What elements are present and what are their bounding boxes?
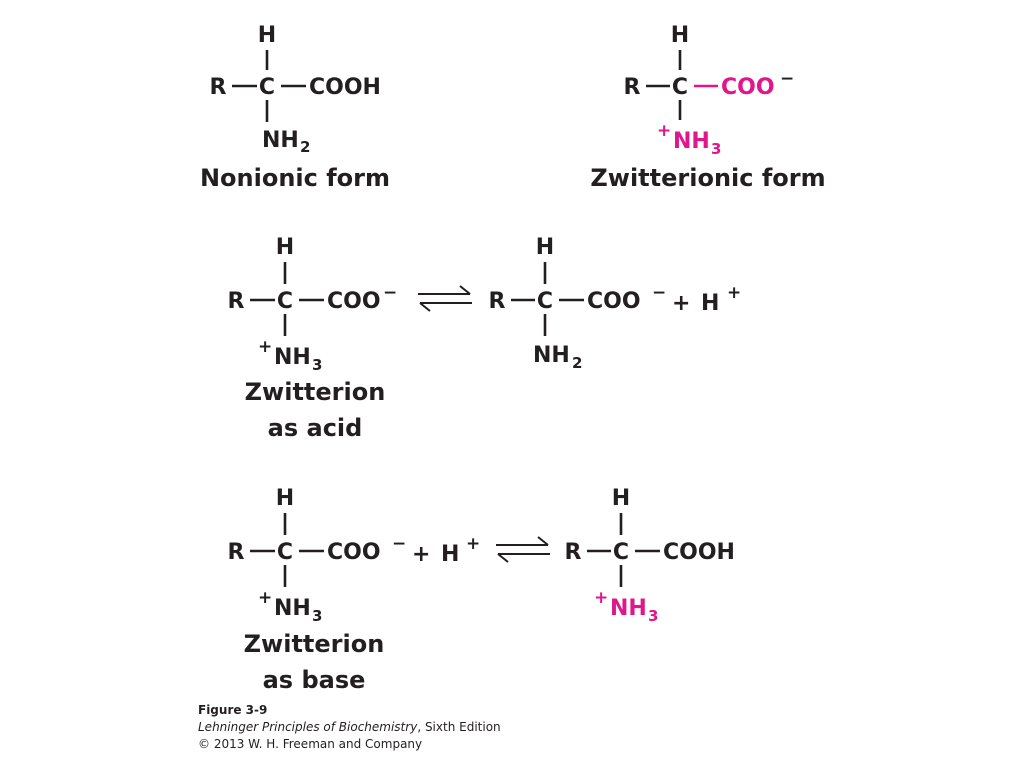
- charge-plus: +: [657, 121, 671, 141]
- label-base-line1: Zwitterion: [244, 630, 385, 658]
- group-nh: NH: [533, 343, 570, 368]
- atom-h: H: [276, 235, 294, 260]
- atom-r: R: [228, 289, 245, 314]
- subscript-3: 3: [648, 607, 658, 625]
- charge-minus: −: [652, 283, 666, 303]
- charge-plus: +: [258, 337, 272, 357]
- charge-minus: −: [383, 283, 397, 303]
- edition: , Sixth Edition: [417, 720, 500, 734]
- group-nh: NH: [673, 129, 710, 154]
- charge-plus: +: [466, 534, 480, 554]
- atom-c: C: [672, 75, 688, 100]
- charge-plus: +: [727, 283, 741, 303]
- group-coo: COO: [327, 289, 381, 314]
- equilibrium-arrows: [418, 285, 472, 312]
- atom-c: C: [537, 289, 553, 314]
- proton-h: H: [441, 542, 459, 567]
- atom-r: R: [210, 75, 227, 100]
- subscript-2: 2: [300, 138, 310, 156]
- charge-plus: +: [594, 588, 608, 608]
- label-acid-line1: Zwitterion: [245, 378, 386, 406]
- charge-plus: +: [258, 588, 272, 608]
- acid-reaction: H R C COO − + NH 3 H R C COO − + H + NH …: [228, 235, 742, 442]
- proton-h: H: [701, 291, 719, 316]
- subscript-3: 3: [711, 140, 721, 158]
- subscript-3: 3: [312, 356, 322, 374]
- group-cooh: COOH: [663, 540, 735, 565]
- group-nh: NH: [274, 596, 311, 621]
- plus-sign: +: [412, 542, 430, 567]
- zwitterionic-structure: H R C COO − + NH 3 Zwitterionic form: [590, 23, 825, 192]
- plus-sign: +: [672, 291, 690, 316]
- atom-h: H: [536, 235, 554, 260]
- atom-r: R: [228, 540, 245, 565]
- atom-h: H: [258, 23, 276, 48]
- equilibrium-arrows: [496, 536, 550, 563]
- source-line: Lehninger Principles of Biochemistry, Si…: [198, 720, 501, 734]
- base-reaction: H R C COO − + H + + NH 3 H R C COOH + NH…: [228, 486, 735, 694]
- nonionic-structure: H R C COOH NH 2 Nonionic form: [200, 23, 390, 192]
- group-nh: NH: [274, 345, 311, 370]
- group-coo: COO: [587, 289, 641, 314]
- subscript-2: 2: [572, 354, 582, 372]
- group-coo: COO: [721, 75, 775, 100]
- copyright: © 2013 W. H. Freeman and Company: [198, 737, 422, 751]
- atom-h: H: [276, 486, 294, 511]
- atom-c: C: [259, 75, 275, 100]
- atom-c: C: [277, 289, 293, 314]
- group-cooh: COOH: [309, 75, 381, 100]
- label-base-line2: as base: [263, 666, 366, 694]
- charge-minus: −: [780, 69, 794, 89]
- charge-minus: −: [392, 534, 406, 554]
- atom-r: R: [624, 75, 641, 100]
- atom-r: R: [489, 289, 506, 314]
- atom-c: C: [613, 540, 629, 565]
- atom-h: H: [612, 486, 630, 511]
- group-nh: NH: [610, 596, 647, 621]
- label-zwitterionic-form: Zwitterionic form: [590, 164, 825, 192]
- atom-h: H: [671, 23, 689, 48]
- figure-number: Figure 3-9: [198, 703, 267, 717]
- figure-caption: Figure 3-9 Lehninger Principles of Bioch…: [198, 703, 501, 751]
- atom-r: R: [565, 540, 582, 565]
- label-nonionic-form: Nonionic form: [200, 164, 390, 192]
- group-coo: COO: [327, 540, 381, 565]
- book-title: Lehninger Principles of Biochemistry: [198, 720, 418, 734]
- atom-c: C: [277, 540, 293, 565]
- label-acid-line2: as acid: [268, 414, 363, 442]
- subscript-3: 3: [312, 607, 322, 625]
- group-nh: NH: [262, 128, 299, 153]
